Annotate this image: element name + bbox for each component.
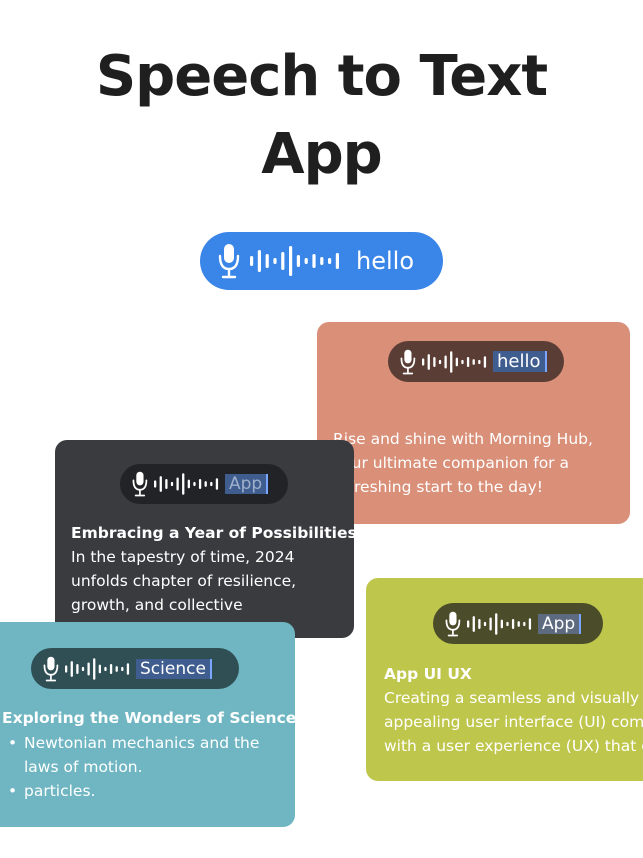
microphone-icon xyxy=(445,611,461,637)
card-body: Creating a seamless and visually appeali… xyxy=(384,686,643,758)
microphone-icon xyxy=(400,349,416,375)
card-body-line: Creating a seamless and visually xyxy=(384,689,640,707)
microphone-icon xyxy=(132,471,148,497)
transcribed-word: App xyxy=(538,613,582,634)
card-title: Embracing a Year of Possibilities xyxy=(71,524,354,542)
sound-wave-icon xyxy=(154,472,221,496)
card-title: Exploring the Wonders of Science xyxy=(2,709,295,727)
microphone-icon xyxy=(43,656,59,682)
card-body-line: with a user experience (UX) that c xyxy=(384,737,643,755)
card-speech-pill[interactable]: App xyxy=(433,603,603,644)
sound-wave-icon xyxy=(65,657,132,681)
bullet-item: Newtonian mechanics and the laws of moti… xyxy=(2,731,287,779)
card-body: Rise and shine with Morning Hub, your ul… xyxy=(333,430,593,496)
microphone-icon xyxy=(218,243,240,279)
card-morning-hub: hello Rise and shine with Morning Hub, y… xyxy=(317,322,630,524)
card-speech-pill[interactable]: hello xyxy=(388,341,564,382)
title-line-2: App xyxy=(261,122,383,187)
card-science: Science Exploring the Wonders of Science… xyxy=(0,622,295,827)
bullet-list: Newtonian mechanics and the laws of moti… xyxy=(2,731,287,803)
card-year-of-possibilities: App Embracing a Year of Possibilities In… xyxy=(55,440,354,638)
sound-wave-icon xyxy=(422,350,489,374)
page-title: Speech to Text App xyxy=(0,38,643,194)
sound-wave-icon xyxy=(250,244,344,278)
transcribed-word: App xyxy=(225,474,269,494)
hero-transcribed-word: hello xyxy=(356,247,414,275)
transcribed-word: Science xyxy=(136,658,212,679)
transcribed-word: hello xyxy=(493,351,547,372)
card-app-ui-ux: App App UI UX Creating a seamless and vi… xyxy=(366,578,643,781)
sound-wave-icon xyxy=(467,612,534,636)
card-title: App UI UX xyxy=(384,665,472,683)
card-speech-pill[interactable]: Science xyxy=(31,648,239,689)
hero-speech-pill[interactable]: hello xyxy=(200,232,443,290)
card-speech-pill[interactable]: App xyxy=(120,464,288,504)
title-line-1: Speech to Text xyxy=(95,44,548,109)
bullet-item: particles. xyxy=(2,779,287,803)
card-body-line: appealing user interface (UI) com xyxy=(384,713,643,731)
